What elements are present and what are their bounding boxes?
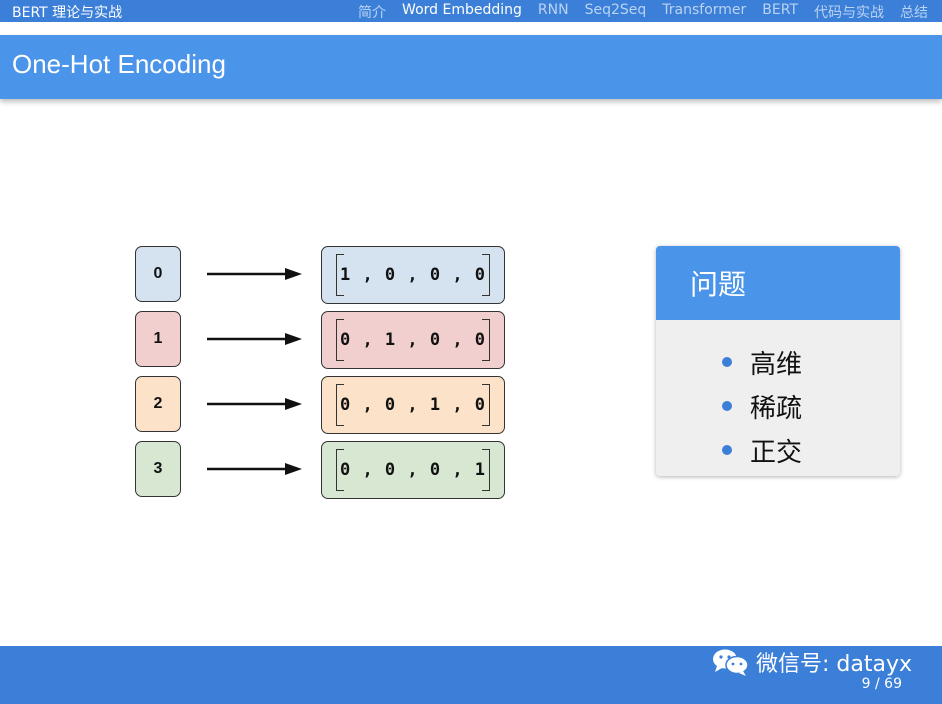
footer-bar: 微信号: datayx 9 / 69: [0, 646, 942, 704]
right-bracket: [482, 449, 490, 491]
vector-text: 0 , 1 , 0 , 0: [339, 330, 487, 350]
card-header: 问题: [656, 246, 900, 320]
arrow-icon: [207, 333, 302, 345]
right-bracket: [482, 319, 490, 361]
left-bracket: [336, 254, 344, 296]
nav-item-rnn[interactable]: RNN: [537, 2, 569, 18]
index-label: 1: [153, 330, 163, 347]
index-label: 0: [153, 265, 163, 282]
nav-item-summary[interactable]: 总结: [900, 5, 928, 21]
arrow-icon: [207, 398, 302, 410]
nav-item-seq2seq[interactable]: Seq2Seq: [584, 2, 647, 18]
vector-box-0: 1 , 0 , 0 , 0: [321, 246, 505, 304]
page-counter: 9 / 69: [861, 676, 902, 692]
index-label: 3: [153, 460, 163, 477]
list-item-text: 正交: [750, 437, 803, 468]
list-item: 稀疏: [722, 384, 900, 428]
list-item-text: 高维: [750, 349, 803, 380]
wechat-icon: [713, 649, 749, 676]
list-item: 正交: [722, 428, 900, 472]
nav-item-word-embedding[interactable]: Word Embedding: [402, 2, 522, 18]
nav-item-code[interactable]: 代码与实战: [814, 5, 884, 21]
index-label: 2: [153, 395, 163, 412]
left-bracket: [336, 384, 344, 426]
vector-box-3: 0 , 0 , 0 , 1: [321, 441, 505, 499]
wechat-watermark: 微信号: datayx: [710, 646, 912, 678]
bullet-icon: [722, 445, 732, 455]
right-bracket: [482, 254, 490, 296]
watermark-text: 微信号: datayx: [756, 652, 912, 677]
top-nav-bar: BERT 理论与实战 简介 Word Embedding RNN Seq2Seq…: [0, 0, 942, 22]
presentation-brand[interactable]: BERT 理论与实战: [12, 5, 123, 21]
list-item-text: 稀疏: [750, 393, 803, 424]
section-nav: 简介 Word Embedding RNN Seq2Seq Transforme…: [358, 2, 928, 22]
left-bracket: [336, 449, 344, 491]
bullet-icon: [722, 401, 732, 411]
index-box-1: 1: [135, 311, 181, 367]
vector-box-2: 0 , 0 , 1 , 0: [321, 376, 505, 434]
arrow-icon: [207, 268, 302, 280]
slide-title: One-Hot Encoding: [12, 49, 226, 79]
index-box-3: 3: [135, 441, 181, 497]
index-box-2: 2: [135, 376, 181, 432]
problem-card: 问题 高维 稀疏 正交: [656, 246, 900, 476]
nav-item-intro[interactable]: 简介: [358, 5, 387, 21]
right-bracket: [482, 384, 490, 426]
arrow-icon: [207, 463, 302, 475]
index-box-0: 0: [135, 246, 181, 302]
card-title: 问题: [690, 268, 747, 301]
vector-box-1: 0 , 1 , 0 , 0: [321, 311, 505, 369]
nav-item-transformer[interactable]: Transformer: [662, 2, 747, 18]
bullet-icon: [722, 357, 732, 367]
list-item: 高维: [722, 340, 900, 384]
left-bracket: [336, 319, 344, 361]
card-body: 高维 稀疏 正交: [656, 320, 900, 472]
vector-text: 0 , 0 , 0 , 1: [339, 460, 487, 480]
vector-text: 0 , 0 , 1 , 0: [339, 395, 487, 415]
nav-item-bert[interactable]: BERT: [762, 2, 798, 18]
slide-title-bar: One-Hot Encoding: [0, 35, 942, 99]
vector-text: 1 , 0 , 0 , 0: [339, 265, 487, 285]
